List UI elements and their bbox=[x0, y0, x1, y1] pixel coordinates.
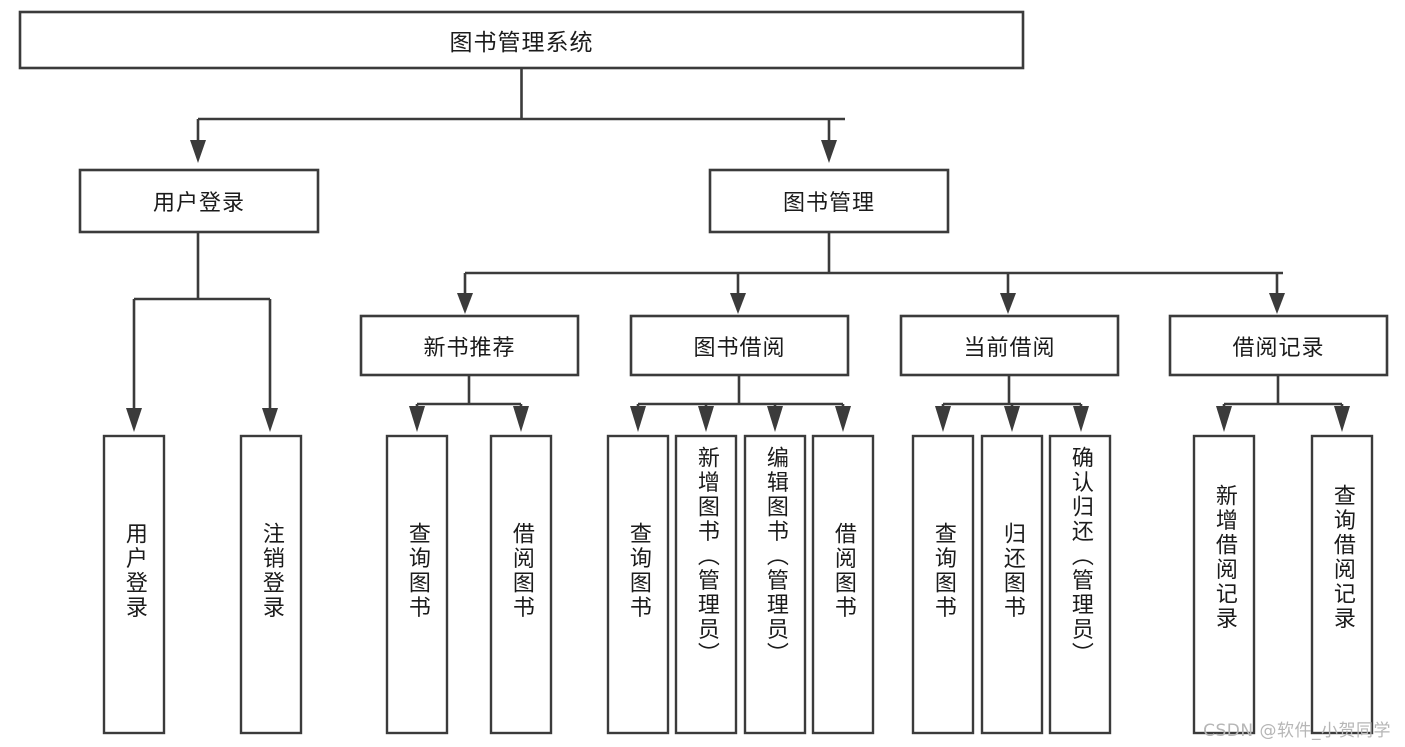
node-box-borrow-record[interactable] bbox=[1168, 314, 1389, 377]
connector-group-root bbox=[190, 68, 845, 163]
node-box-book-management[interactable] bbox=[708, 168, 950, 234]
node-box-leaf-edit-book[interactable] bbox=[743, 434, 807, 735]
arrow-head-leaf-logout bbox=[262, 408, 278, 432]
arrow-head-borrow-record bbox=[1269, 293, 1285, 314]
node-box-leaf-add-book[interactable] bbox=[674, 434, 738, 735]
arrow-head-leaf-borrow-book-1 bbox=[513, 406, 529, 432]
node-box-leaf-query-book-3[interactable] bbox=[911, 434, 975, 735]
node-box-leaf-confirm-return[interactable] bbox=[1048, 434, 1112, 735]
node-box-leaf-borrow-book-1[interactable] bbox=[489, 434, 553, 735]
node-box-book-borrow[interactable] bbox=[629, 314, 850, 377]
csdn-watermark: CSDN @软件_小贺同学 bbox=[1203, 721, 1391, 741]
node-box-leaf-logout[interactable] bbox=[239, 434, 303, 735]
arrow-head-leaf-edit-book bbox=[767, 406, 783, 432]
arrow-head-book-borrow bbox=[730, 293, 746, 314]
connector-group-current-borrow bbox=[935, 375, 1089, 432]
arrow-head-user-login bbox=[190, 140, 206, 163]
node-box-leaf-add-record[interactable] bbox=[1192, 434, 1256, 735]
connector-group-user-login bbox=[126, 232, 278, 432]
arrow-head-leaf-add-book bbox=[698, 406, 714, 432]
connector-group-book-borrow bbox=[630, 375, 851, 432]
node-box-leaf-borrow-book-2[interactable] bbox=[811, 434, 875, 735]
arrow-head-new-book-recommend bbox=[457, 293, 473, 314]
arrow-head-leaf-confirm-return bbox=[1073, 406, 1089, 432]
arrow-head-leaf-return-book bbox=[1004, 406, 1020, 432]
node-box-leaf-query-record[interactable] bbox=[1310, 434, 1374, 735]
node-box-leaf-query-book-1[interactable] bbox=[385, 434, 449, 735]
node-box-current-borrow[interactable] bbox=[899, 314, 1120, 377]
node-box-leaf-query-book-2[interactable] bbox=[606, 434, 670, 735]
arrow-head-leaf-query-book-2 bbox=[630, 406, 646, 432]
node-box-root[interactable] bbox=[18, 10, 1025, 70]
node-box-new-book-recommend[interactable] bbox=[359, 314, 580, 377]
arrow-head-leaf-query-record bbox=[1334, 406, 1350, 432]
arrow-head-leaf-borrow-book-2 bbox=[835, 406, 851, 432]
node-box-user-login[interactable] bbox=[78, 168, 320, 234]
node-box-leaf-user-login[interactable] bbox=[102, 434, 166, 735]
node-box-leaf-return-book[interactable] bbox=[980, 434, 1044, 735]
connector-group-new-book-recommend bbox=[409, 375, 529, 432]
arrow-head-leaf-user-login bbox=[126, 408, 142, 432]
arrow-head-leaf-query-book-1 bbox=[409, 406, 425, 432]
arrow-head-leaf-add-record bbox=[1216, 406, 1232, 432]
arrow-head-current-borrow bbox=[1000, 293, 1016, 314]
connector-group-book-management bbox=[457, 232, 1285, 314]
arrow-head-leaf-query-book-3 bbox=[935, 406, 951, 432]
connector-group-borrow-record bbox=[1216, 375, 1350, 432]
arrow-head-book-management bbox=[821, 140, 837, 163]
